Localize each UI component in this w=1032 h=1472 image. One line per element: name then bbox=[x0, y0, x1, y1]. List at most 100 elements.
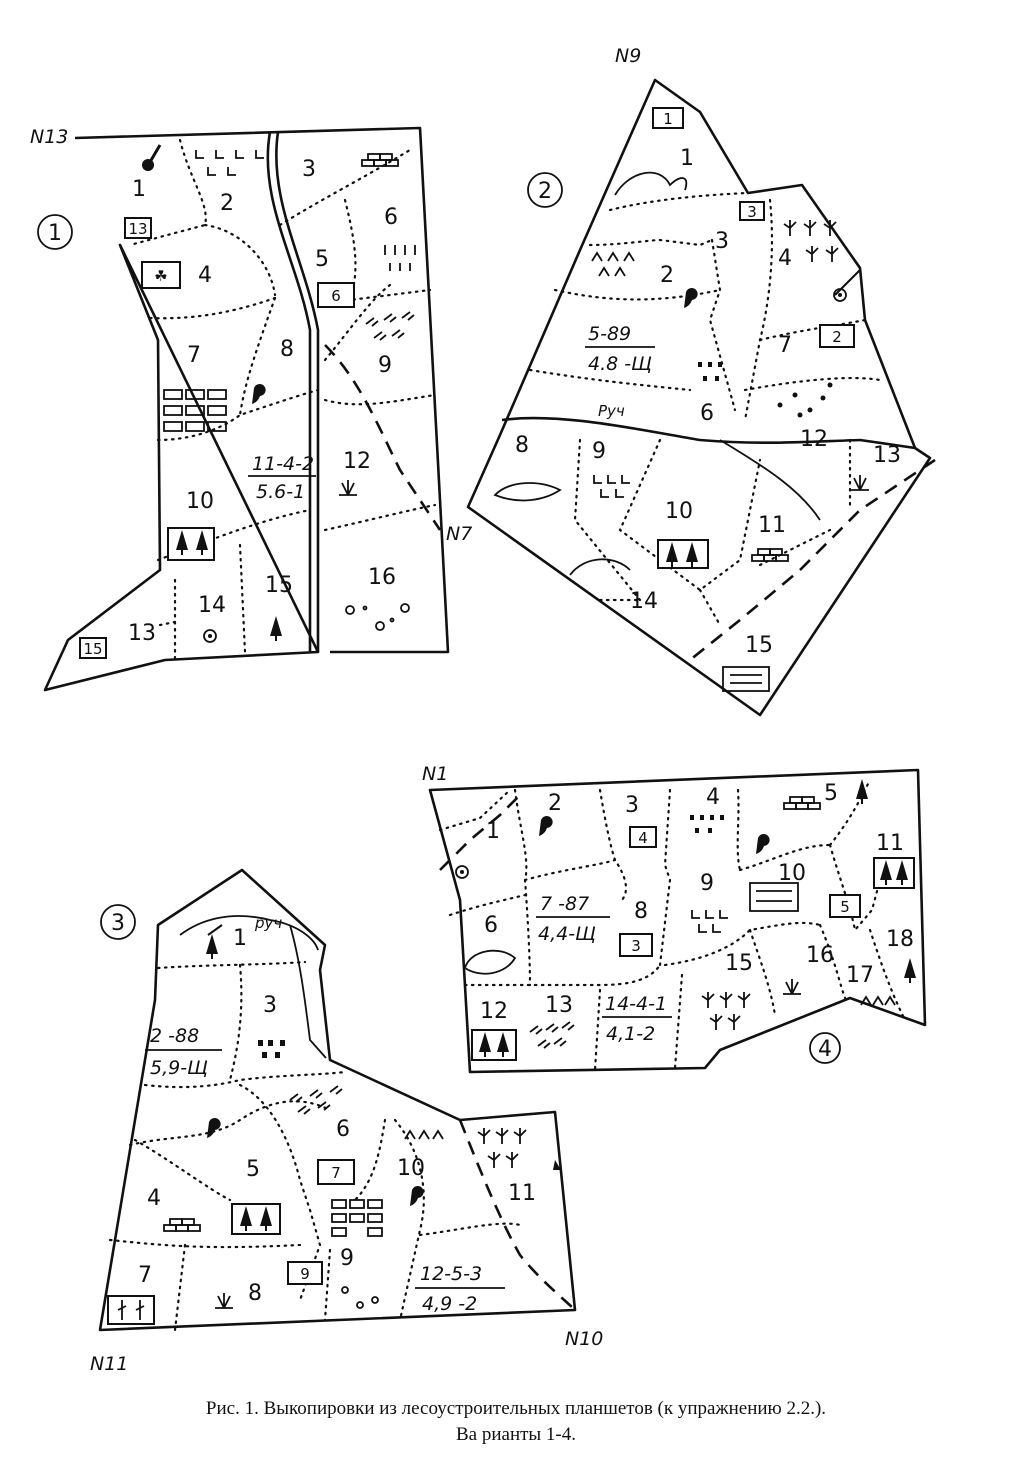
svg-text:4.8 -Щ: 4.8 -Щ bbox=[588, 353, 652, 375]
svg-text:13: 13 bbox=[128, 220, 147, 238]
variant-3-plan: N11 N10 3 1 3 4 5 6 7 8 9 10 11 руч 2 bbox=[90, 868, 603, 1375]
svg-text:8: 8 bbox=[634, 899, 648, 924]
box-label-3-7: 7 bbox=[317, 1159, 355, 1185]
svg-text:5: 5 bbox=[840, 898, 850, 916]
svg-text:6: 6 bbox=[336, 1117, 350, 1142]
box-label-6: 6 bbox=[317, 282, 355, 308]
svg-text:1: 1 bbox=[48, 221, 62, 246]
svg-text:6: 6 bbox=[331, 287, 341, 305]
corner-label-n9: N9 bbox=[615, 45, 641, 67]
forest-plans-svg: N13 N7 1 1 2 3 4 5 6 7 8 9 10 12 13 bbox=[30, 45, 936, 1375]
svg-text:7: 7 bbox=[187, 343, 201, 368]
svg-text:15: 15 bbox=[725, 951, 753, 976]
box-label-15: 15 bbox=[79, 637, 107, 659]
variant-number-3-circle: 3 bbox=[100, 904, 136, 940]
svg-text:1: 1 bbox=[233, 926, 247, 951]
svg-text:14-4-1: 14-4-1 bbox=[605, 993, 667, 1015]
svg-text:4,1-2: 4,1-2 bbox=[606, 1023, 655, 1045]
box-label-3-9: 9 bbox=[287, 1261, 323, 1285]
svg-text:7: 7 bbox=[778, 333, 792, 358]
svg-text:1: 1 bbox=[486, 819, 500, 844]
svg-text:11: 11 bbox=[508, 1181, 536, 1206]
svg-text:15: 15 bbox=[83, 640, 102, 658]
map-symbols-4 bbox=[455, 778, 917, 1061]
svg-text:8: 8 bbox=[280, 337, 294, 362]
variant-3-fraction-a: 2 -88 5,9-Щ bbox=[145, 1025, 222, 1079]
svg-text:2: 2 bbox=[220, 191, 234, 216]
svg-text:4: 4 bbox=[147, 1186, 161, 1211]
svg-text:5,9-Щ: 5,9-Щ bbox=[150, 1057, 208, 1079]
svg-text:8: 8 bbox=[248, 1281, 262, 1306]
svg-text:4,4-Щ: 4,4-Щ bbox=[538, 923, 596, 945]
svg-text:1: 1 bbox=[680, 146, 694, 171]
svg-text:4: 4 bbox=[706, 785, 720, 810]
svg-text:17: 17 bbox=[846, 963, 874, 988]
svg-text:4: 4 bbox=[778, 246, 792, 271]
svg-text:10: 10 bbox=[397, 1156, 425, 1181]
svg-text:☘: ☘ bbox=[154, 267, 167, 285]
box-label-4-3: 3 bbox=[619, 933, 653, 957]
svg-text:5: 5 bbox=[315, 247, 329, 272]
svg-text:2: 2 bbox=[548, 791, 562, 816]
svg-text:6: 6 bbox=[484, 913, 498, 938]
variant-number-4-circle: 4 bbox=[809, 1032, 841, 1064]
svg-text:3: 3 bbox=[625, 793, 639, 818]
map-symbols-2 bbox=[493, 171, 870, 692]
svg-text:9: 9 bbox=[300, 1265, 310, 1283]
svg-text:14: 14 bbox=[630, 589, 658, 614]
svg-text:16: 16 bbox=[806, 943, 834, 968]
svg-text:3: 3 bbox=[111, 911, 125, 936]
svg-text:9: 9 bbox=[700, 871, 714, 896]
box-label-2-2: 2 bbox=[819, 324, 855, 348]
caption-line-1: Рис. 1. Выкопировки из лесоустроительных… bbox=[205, 1398, 827, 1419]
svg-text:5: 5 bbox=[824, 781, 838, 806]
svg-text:14: 14 bbox=[198, 593, 226, 618]
svg-text:3: 3 bbox=[263, 993, 277, 1018]
svg-text:13: 13 bbox=[545, 993, 573, 1018]
variant-4-plan: N1 4 1 2 3 4 5 6 8 9 10 11 12 bbox=[422, 763, 927, 1074]
svg-text:11-4-2: 11-4-2 bbox=[252, 453, 314, 475]
svg-text:2: 2 bbox=[832, 328, 842, 346]
variant-1-fraction: 11-4-2 5.6-1 bbox=[248, 453, 316, 503]
svg-text:18: 18 bbox=[886, 927, 914, 952]
variant-3-fraction-b: 12-5-3 4,9 -2 bbox=[415, 1263, 505, 1315]
svg-text:15: 15 bbox=[265, 573, 293, 598]
corner-label-n11: N11 bbox=[90, 1353, 128, 1375]
figure-caption: Рис. 1. Выкопировки из лесоустроительных… bbox=[0, 1396, 1032, 1448]
variant-4-fraction-a: 7 -87 4,4-Щ bbox=[536, 893, 610, 945]
svg-text:3: 3 bbox=[747, 203, 757, 221]
river-label-3: руч bbox=[254, 914, 282, 932]
svg-text:4,9 -2: 4,9 -2 bbox=[422, 1293, 477, 1315]
corner-label-n10: N10 bbox=[565, 1328, 603, 1350]
map-symbols-1: ☘ bbox=[141, 144, 416, 643]
svg-text:5: 5 bbox=[246, 1157, 260, 1182]
svg-text:16: 16 bbox=[368, 565, 396, 590]
svg-text:2: 2 bbox=[660, 263, 674, 288]
svg-text:7: 7 bbox=[331, 1164, 341, 1182]
box-label-13: 13 bbox=[124, 217, 152, 239]
svg-text:1: 1 bbox=[663, 110, 673, 128]
variant-1-plan: N13 N7 1 1 2 3 4 5 6 7 8 9 10 12 13 bbox=[30, 126, 472, 692]
svg-text:3: 3 bbox=[715, 229, 729, 254]
svg-text:3: 3 bbox=[631, 937, 641, 955]
svg-text:10: 10 bbox=[186, 489, 214, 514]
svg-text:2: 2 bbox=[538, 179, 552, 204]
svg-text:12: 12 bbox=[480, 999, 508, 1024]
svg-text:10: 10 bbox=[778, 861, 806, 886]
corner-label-n1: N1 bbox=[422, 763, 448, 785]
svg-text:5.6-1: 5.6-1 bbox=[256, 481, 305, 503]
svg-text:7: 7 bbox=[138, 1263, 152, 1288]
variant-number-1-circle: 1 bbox=[37, 214, 73, 250]
variant-number-2-circle: 2 bbox=[527, 172, 563, 208]
svg-text:9: 9 bbox=[592, 439, 606, 464]
svg-text:13: 13 bbox=[873, 443, 901, 468]
river-label-2: Руч bbox=[598, 402, 625, 420]
svg-text:11: 11 bbox=[876, 831, 904, 856]
box-label-4-5: 5 bbox=[829, 894, 861, 918]
svg-text:1: 1 bbox=[132, 177, 146, 202]
svg-text:12: 12 bbox=[343, 449, 371, 474]
svg-text:8: 8 bbox=[515, 433, 529, 458]
variant-4-fraction-b: 14-4-1 4,1-2 bbox=[602, 993, 672, 1045]
svg-text:12: 12 bbox=[800, 427, 828, 452]
svg-text:3: 3 bbox=[302, 157, 316, 182]
